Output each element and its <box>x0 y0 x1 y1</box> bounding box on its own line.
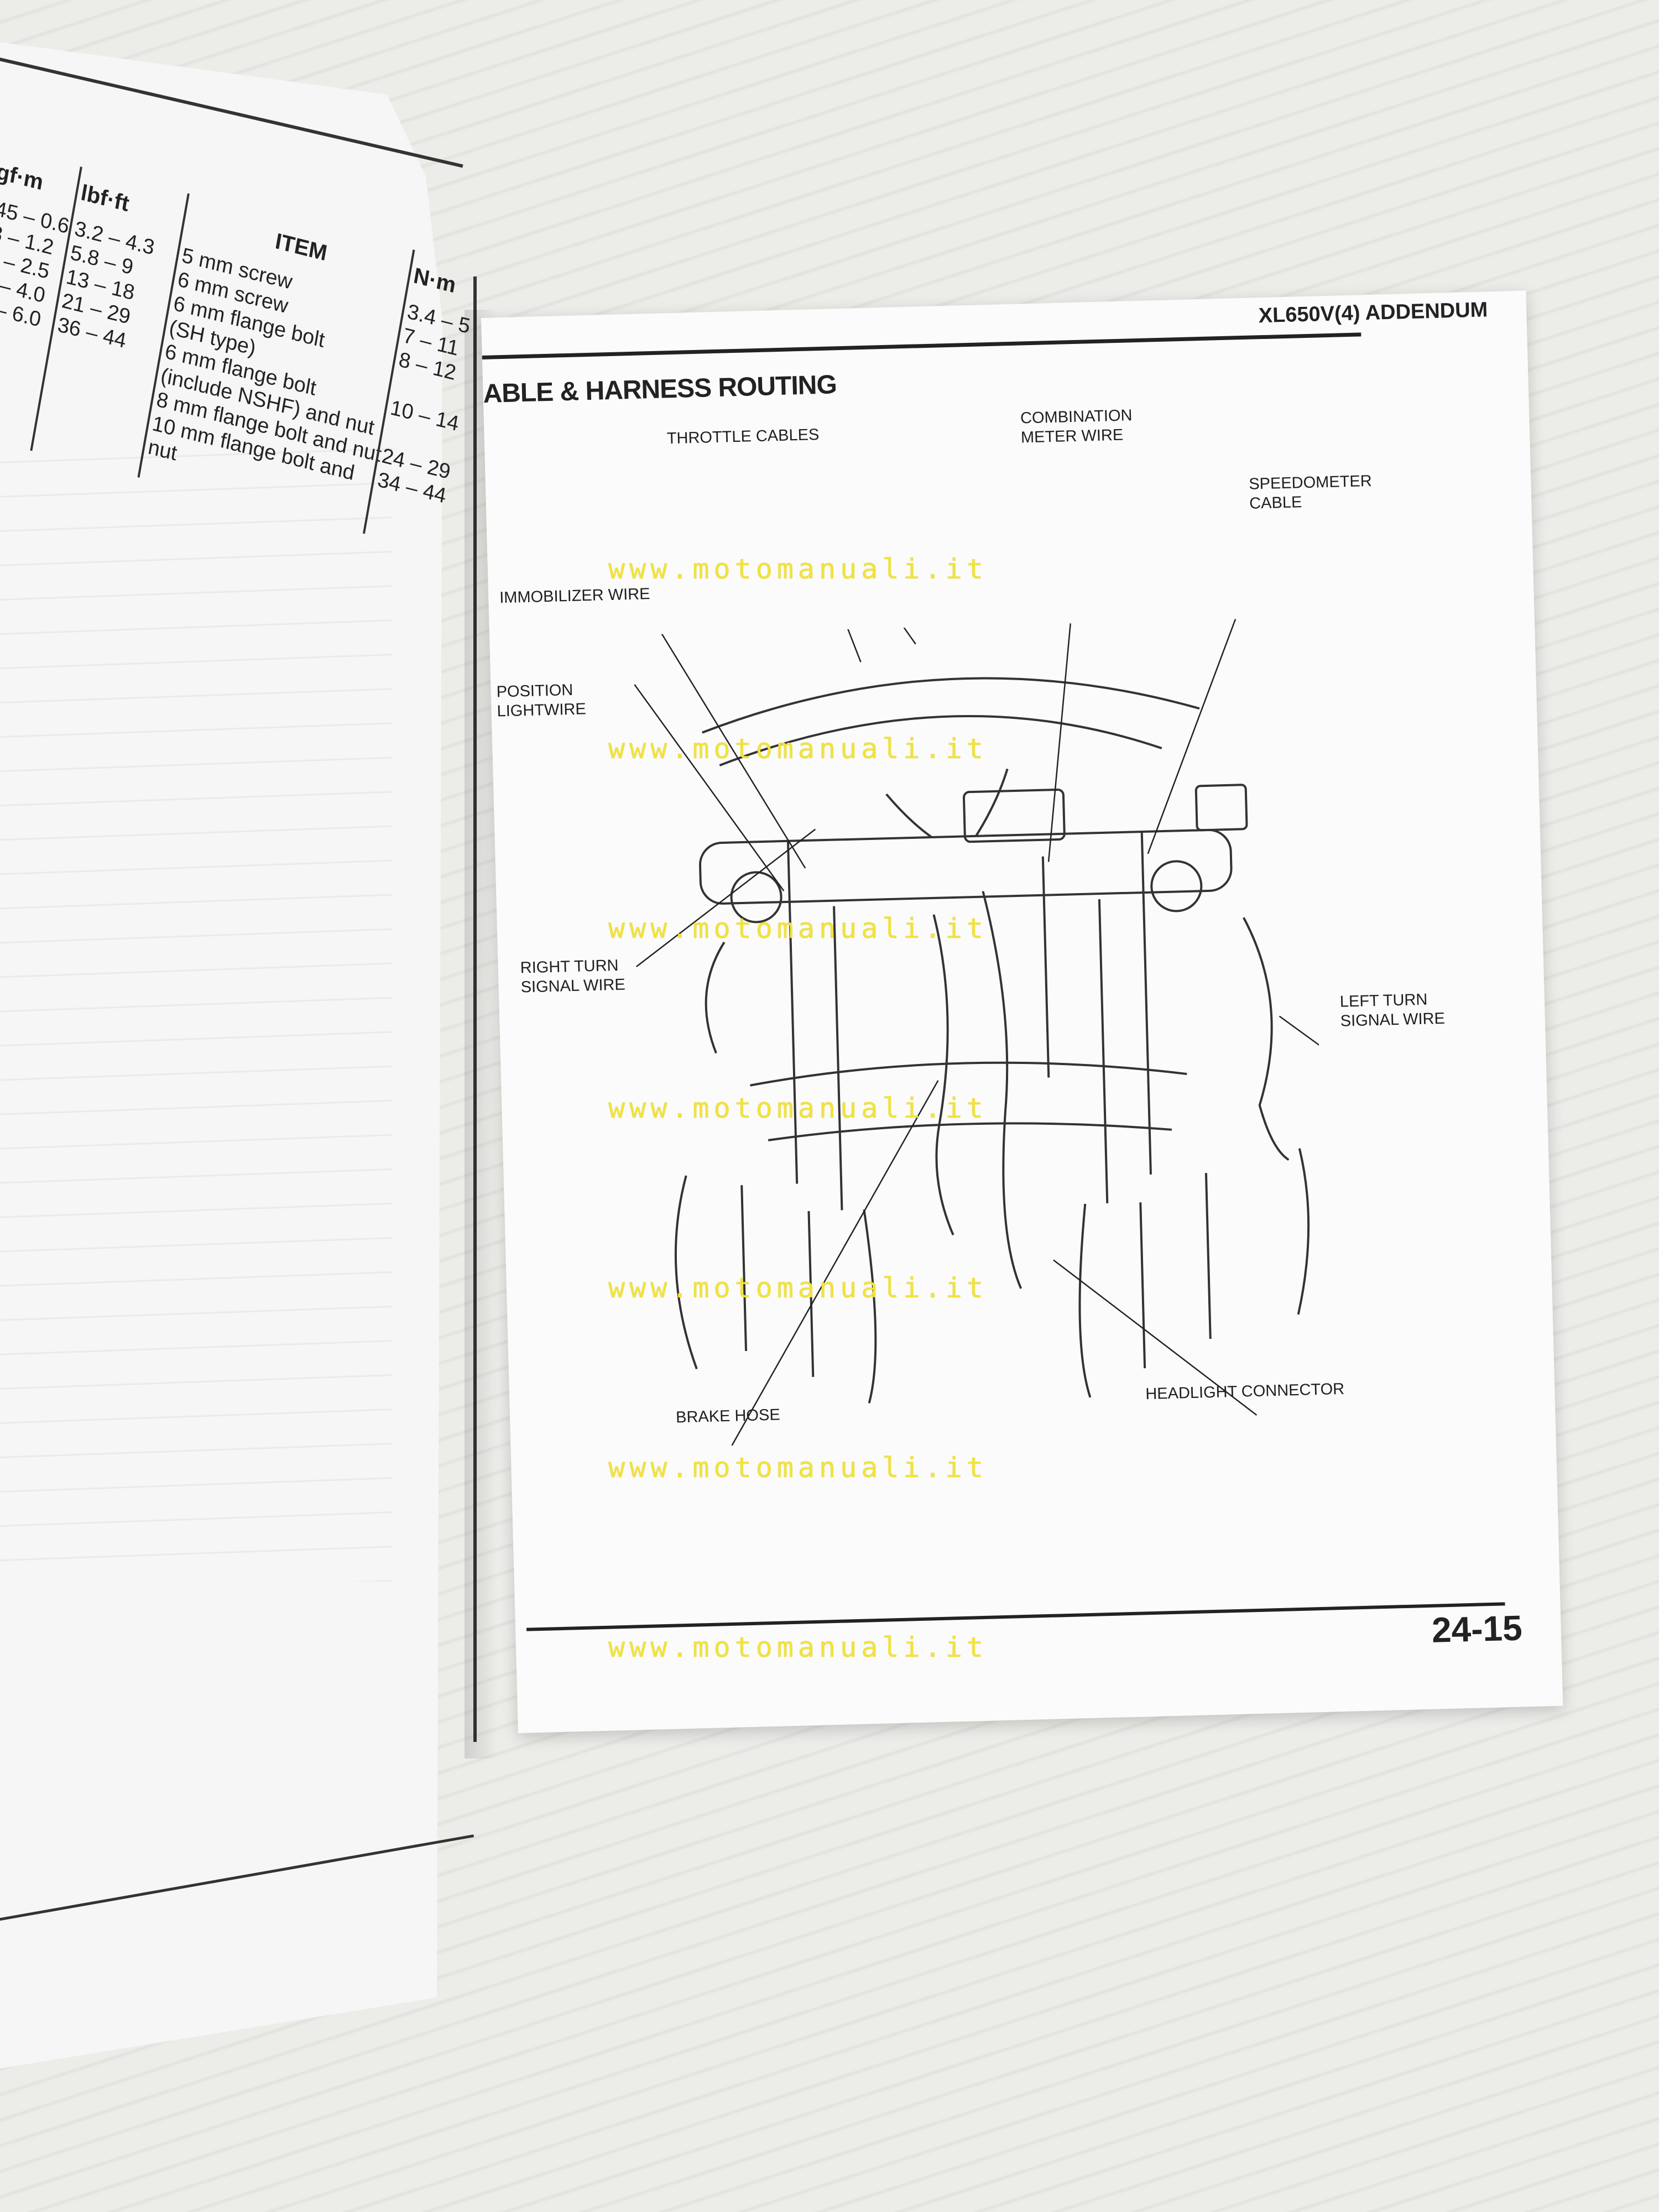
faint-table-rows <box>0 431 393 1582</box>
callout-immobilizer-wire: IMMOBILIZER WIRE <box>499 585 650 607</box>
left-page <box>0 33 442 2079</box>
right-page: XL650V(4) ADDENDUM ABLE & HARNESS ROUTIN… <box>481 290 1563 1734</box>
handlebar-top <box>702 677 1200 734</box>
harness-routing-diagram <box>631 617 1329 1446</box>
watermark-6: www.motomanuali.it <box>608 1452 988 1484</box>
watermark-7: www.motomanuali.it <box>608 1631 988 1663</box>
watermark-2: www.motomanuali.it <box>608 733 988 765</box>
watermark-5: www.motomanuali.it <box>608 1272 988 1304</box>
watermark-1: www.motomanuali.it <box>608 553 988 585</box>
callout-right-turn-signal-wire: RIGHT TURN SIGNAL WIRE <box>520 956 626 997</box>
watermark-4: www.motomanuali.it <box>608 1092 988 1124</box>
section-title: ABLE & HARNESS ROUTING <box>482 370 837 409</box>
callout-speedometer-cable: SPEEDOMETER CABLE <box>1248 472 1373 513</box>
header-nm: N·m <box>411 263 458 298</box>
callout-combination-meter-wire: COMBINATION METER WIRE <box>1020 406 1133 447</box>
callout-throttle-cables: THROTTLE CABLES <box>666 426 820 448</box>
header-rule <box>482 332 1361 359</box>
footer-rule <box>526 1602 1505 1631</box>
callout-left-turn-signal-wire: LEFT TURN SIGNAL WIRE <box>1339 990 1446 1030</box>
callout-brake-hose: BRAKE HOSE <box>675 1406 781 1427</box>
callout-position-lightwire: POSITION LIGHTWIRE <box>496 681 587 721</box>
watermark-3: www.motomanuali.it <box>608 912 988 945</box>
page-number: 24-15 <box>1431 1608 1523 1650</box>
left-page-margin-rule <box>473 276 477 1742</box>
page-header-title: XL650V(4) ADDENDUM <box>1258 298 1488 328</box>
